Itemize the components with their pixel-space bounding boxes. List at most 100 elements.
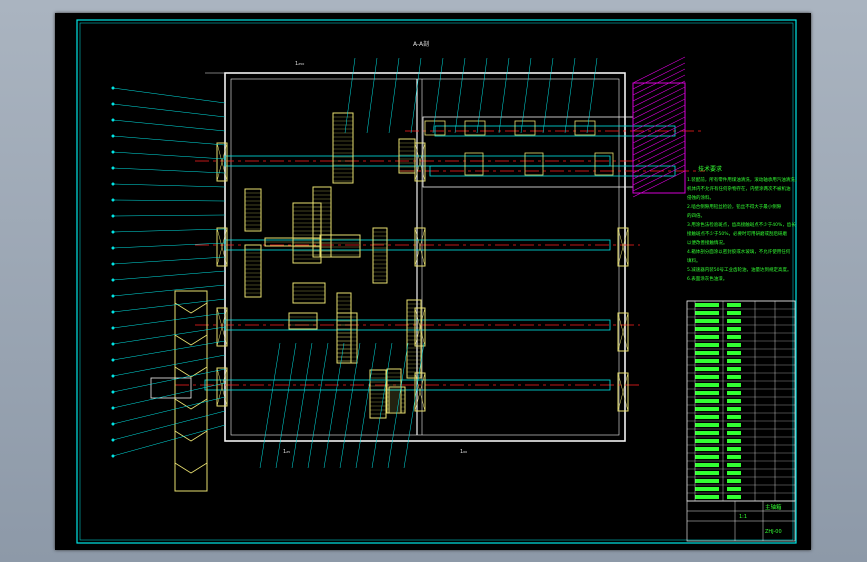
parts-list-entry (727, 391, 741, 395)
leader-dot (111, 86, 115, 90)
gearbox-housing (205, 72, 626, 442)
leader-line (498, 57, 510, 134)
leader-line (112, 396, 226, 425)
hatch-line (632, 86, 686, 114)
leader-line (112, 368, 226, 393)
leader-line (112, 326, 226, 345)
parts-list-entry (695, 343, 719, 347)
parts-list-table (686, 300, 796, 502)
leader-line (586, 57, 598, 134)
leader-line (259, 342, 281, 469)
leader-dot (111, 454, 115, 458)
parts-list-entry (727, 311, 741, 315)
parts-list-entry (727, 367, 741, 371)
hatch-line (632, 122, 686, 150)
parts-list-entry (695, 303, 719, 307)
gear-set (244, 112, 422, 419)
bearing (414, 227, 426, 267)
parts-list-entry (695, 487, 719, 491)
pulley-groove (174, 366, 208, 378)
bearing (216, 307, 228, 347)
leader-line (112, 298, 226, 313)
leader-line (388, 57, 400, 134)
parts-list-entry (727, 423, 741, 427)
bearing (216, 227, 228, 267)
title-block-scale: 1:1 (739, 514, 747, 520)
tech-req-line: 以便改善接触情况。 (687, 239, 728, 246)
gear (406, 299, 422, 379)
leader-line (275, 342, 297, 469)
leader-line (307, 342, 329, 469)
hatch-line (632, 98, 686, 126)
leader-line (112, 167, 226, 174)
parts-list-entry (695, 423, 719, 427)
leader-line (112, 214, 226, 217)
bearing (617, 227, 629, 267)
parts-list-entry (695, 431, 719, 435)
shafts (204, 125, 676, 391)
spindle-bearing (464, 120, 486, 136)
leader-dot (111, 358, 115, 362)
tech-req-line: 4.箱体剖分面涂以密封胶或水玻璃，不允许使用任何 (687, 248, 791, 255)
leader-dot (111, 182, 115, 186)
parts-list-entry (695, 455, 719, 459)
leader-dot (111, 278, 115, 282)
parts-list-entry (727, 447, 741, 451)
pulley-hub (150, 377, 192, 399)
leader-line (112, 312, 226, 329)
leader-dot (111, 342, 115, 346)
gear (319, 234, 361, 258)
parts-list-entry (727, 471, 741, 475)
leader-line (112, 284, 226, 297)
shaft-body (224, 155, 611, 167)
parts-list-entry (727, 399, 741, 403)
leader-dot (111, 262, 115, 266)
view-title: A-A剖 (413, 40, 429, 48)
leader-dot (111, 102, 115, 106)
v-belt-pulley (150, 290, 208, 492)
parts-list-entry (727, 343, 741, 347)
parts-list-entry (695, 463, 719, 467)
hatch-line (632, 104, 686, 132)
hatch-line (632, 170, 686, 198)
inner-frame (79, 22, 794, 541)
parts-list-entry (727, 431, 741, 435)
leader-line (112, 354, 226, 377)
parts-list-entry (727, 455, 741, 459)
leader-line (542, 57, 554, 134)
pulley-groove (174, 430, 208, 442)
leader-line (112, 183, 226, 188)
parts-list-entry (727, 439, 741, 443)
parts-list-entry (727, 479, 741, 483)
parts-list-entry (695, 311, 719, 315)
pulley-groove (174, 302, 208, 314)
shaft-body (204, 379, 611, 391)
spindle-housing (422, 116, 634, 188)
gear (244, 244, 262, 298)
spindle-bearing (524, 152, 544, 176)
parts-list-entry (695, 335, 719, 339)
parts-list-entry (727, 359, 741, 363)
leader-line (520, 57, 532, 134)
parts-list-entry (727, 335, 741, 339)
bearing (216, 367, 228, 407)
leader-line (387, 342, 409, 469)
hatch-line (632, 62, 686, 90)
technical-requirements: 技术要求 1.装配前，所有零件用煤油清洗，滚动轴承用汽油清洗， 机体内不允许有任… (687, 165, 799, 282)
leader-line (112, 119, 226, 132)
bearing (617, 312, 629, 352)
parts-list-entry (695, 439, 719, 443)
parts-list-entry (695, 391, 719, 395)
leader-line (344, 57, 356, 134)
hatch-line (632, 80, 686, 108)
bearing-set (216, 142, 629, 412)
gear (372, 227, 388, 284)
leader-line (112, 410, 226, 441)
shaft-body (434, 125, 676, 137)
shaft-centerlines (175, 130, 705, 386)
parts-list-entry (695, 319, 719, 323)
leader-dot (111, 214, 115, 218)
pulley-groove (174, 398, 208, 410)
leader-dot (111, 134, 115, 138)
